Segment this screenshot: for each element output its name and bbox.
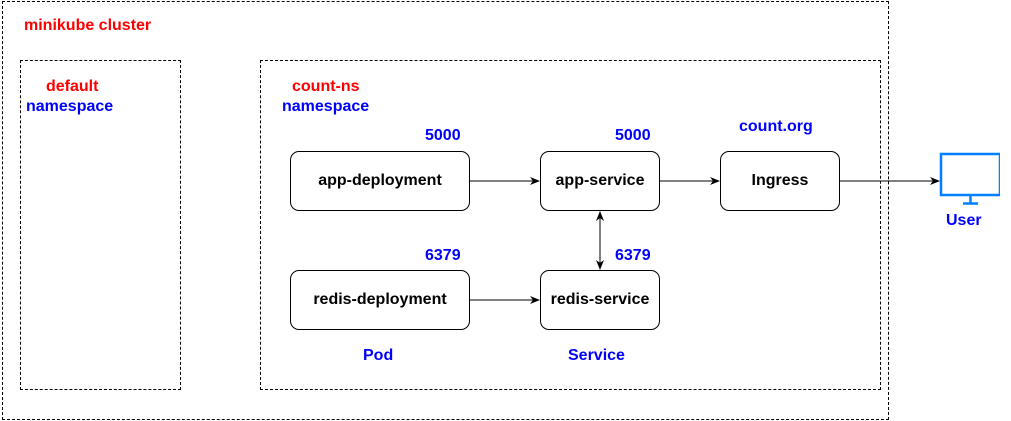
pod-column-label: Pod — [363, 347, 394, 364]
service-column-label: Service — [568, 347, 625, 364]
count-ns-namespace-name: count-ns — [292, 78, 360, 95]
redis-deployment-port: 6379 — [425, 247, 461, 264]
default-namespace-name: default — [46, 78, 99, 95]
count-ns-namespace-suffix: namespace — [282, 98, 370, 115]
redis-service-port: 6379 — [615, 247, 651, 264]
ingress-label: Ingress — [751, 172, 809, 189]
redis-deployment-node: redis-deployment — [290, 270, 470, 330]
ingress-host: count.org — [739, 118, 813, 135]
app-deployment-port: 5000 — [425, 127, 461, 144]
redis-deployment-label: redis-deployment — [313, 291, 447, 308]
minikube-cluster-boundary — [2, 1, 889, 420]
app-deployment-label: app-deployment — [318, 172, 442, 189]
cluster-label: minikube cluster — [24, 17, 152, 34]
app-deployment-node: app-deployment — [290, 151, 470, 211]
user-label: User — [946, 212, 982, 229]
count-ns-namespace-boundary — [260, 60, 881, 390]
ingress-node: Ingress — [720, 151, 840, 211]
app-service-node: app-service — [540, 151, 660, 211]
monitor-icon — [939, 152, 1000, 205]
app-service-port: 5000 — [615, 127, 651, 144]
default-namespace-suffix: namespace — [26, 98, 114, 115]
redis-service-node: redis-service — [540, 270, 660, 330]
app-service-label: app-service — [555, 172, 645, 189]
default-namespace-boundary — [20, 60, 181, 390]
redis-service-label: redis-service — [550, 291, 650, 308]
